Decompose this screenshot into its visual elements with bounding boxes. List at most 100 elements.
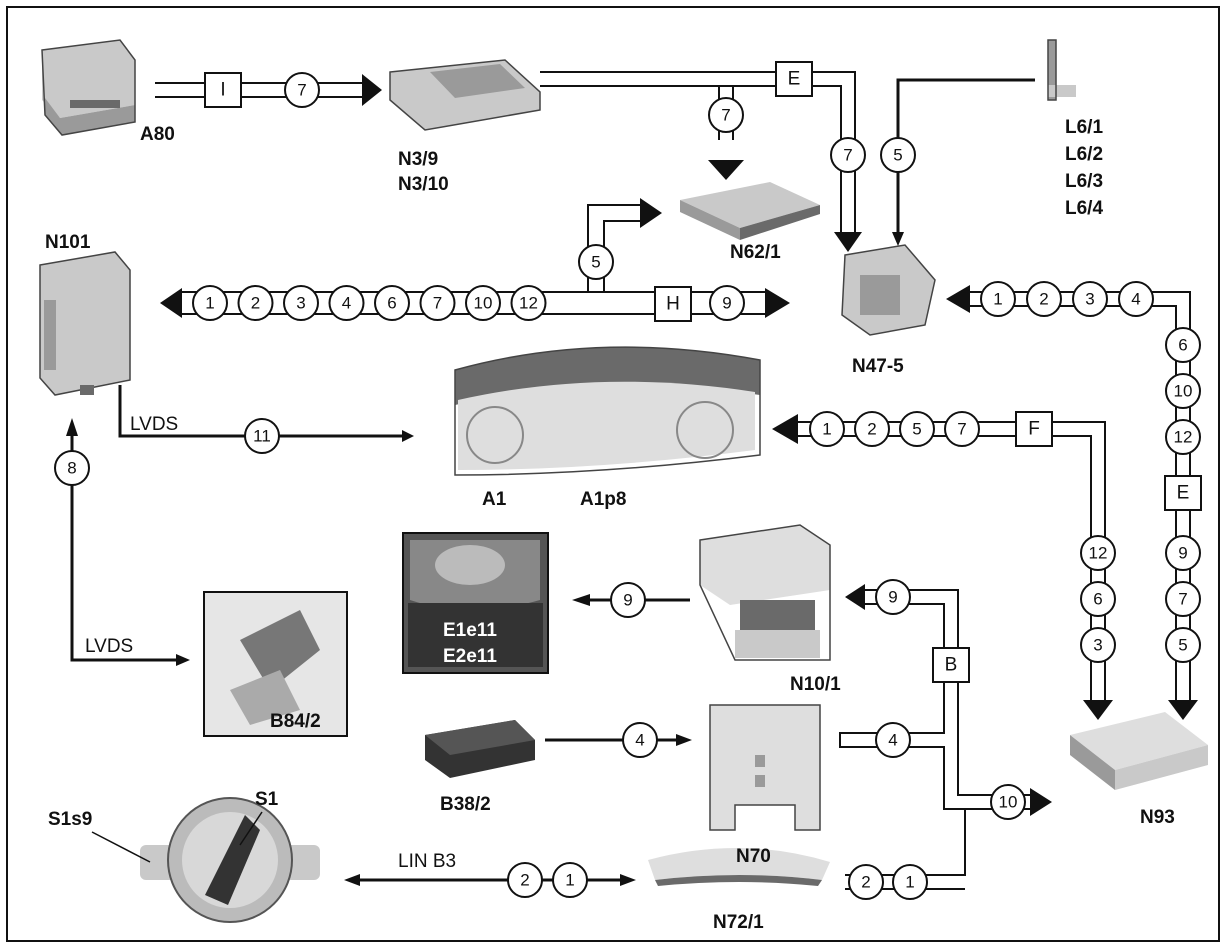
svg-text:9: 9 [888, 588, 897, 607]
bus-box-e-right: E [1164, 475, 1202, 511]
label-e1e11: E1e11 [443, 620, 497, 641]
svg-text:H: H [666, 294, 680, 315]
svg-text:5: 5 [591, 253, 600, 272]
s1-pointer [239, 811, 263, 846]
label-n3-9: N3/9 [398, 149, 438, 170]
label-l6-3: L6/3 [1065, 171, 1103, 192]
svg-text:1: 1 [822, 420, 831, 439]
svg-text:7: 7 [297, 81, 306, 100]
signal-circle-e-right-down-5: 5 [1165, 627, 1201, 663]
n3-engine-control-unit-image [389, 59, 541, 131]
component-labels: A80 N3/9 N3/10 L6/1 L6/2 L6/3 L6/4 N101 … [45, 117, 1175, 933]
label-s1: S1 [255, 789, 279, 810]
svg-text:B: B [945, 655, 958, 676]
signal-circle-n72-bus-1: 1 [892, 864, 928, 900]
n70-overhead-unit-image [709, 704, 821, 831]
label-n47-5: N47-5 [852, 356, 904, 377]
svg-text:1: 1 [205, 294, 214, 313]
signal-circle-a80-to-n3-7: 7 [284, 72, 320, 108]
signal-circle-n101-bus-2: 2 [237, 285, 274, 321]
svg-text:6: 6 [1178, 336, 1187, 355]
label-b38-2: B38/2 [440, 794, 491, 815]
svg-text:5: 5 [893, 146, 902, 165]
svg-text:3: 3 [1093, 636, 1102, 655]
diagram-frame [6, 6, 1220, 942]
svg-text:F: F [1028, 419, 1040, 440]
svg-text:10: 10 [474, 294, 493, 313]
signal-circle-n101-to-a1-11: 11 [244, 418, 280, 454]
signal-circle-f-down-6: 6 [1080, 581, 1116, 617]
svg-text:1: 1 [565, 871, 574, 890]
bus-lines [155, 71, 1191, 890]
signal-circle-n10-to-e1-9: 9 [610, 582, 646, 618]
b84-camera-image [203, 591, 348, 737]
signal-circle-n93-to-n47-horizontal-2: 2 [1026, 281, 1062, 317]
signal-circle-n101-bus-7: 7 [419, 285, 456, 321]
svg-text:1: 1 [905, 873, 914, 892]
svg-text:2: 2 [861, 873, 870, 892]
lvds-label-a1: LVDS [130, 414, 178, 435]
signal-circle-n101-bus-1: 1 [192, 285, 228, 321]
label-n101: N101 [45, 232, 91, 253]
label-s1s9: S1s9 [48, 809, 92, 830]
svg-text:10: 10 [999, 793, 1018, 812]
label-a80: A80 [140, 124, 175, 145]
svg-text:10: 10 [1174, 382, 1193, 401]
signal-circle-n93-to-n47-horizontal-1: 1 [980, 281, 1016, 317]
label-n10-1: N10/1 [790, 674, 841, 695]
svg-text:4: 4 [1131, 290, 1140, 309]
svg-text:E: E [1177, 483, 1190, 504]
svg-text:6: 6 [387, 294, 396, 313]
svg-text:7: 7 [957, 420, 966, 439]
svg-text:I: I [220, 80, 225, 101]
label-l6-2: L6/2 [1065, 144, 1103, 165]
svg-text:5: 5 [912, 420, 921, 439]
svg-text:1: 1 [993, 290, 1002, 309]
svg-text:6: 6 [1093, 590, 1102, 609]
svg-text:7: 7 [721, 106, 730, 125]
n72-control-panel-image [648, 847, 830, 886]
signal-circle-n93-to-n47-horizontal-4: 4 [1118, 281, 1154, 317]
l6-sensor-image [1047, 39, 1076, 101]
svg-text:E: E [788, 69, 801, 90]
signal-circle-n101-bus-4: 4 [328, 285, 365, 321]
signal-circle-n93-to-n47-horizontal-3: 3 [1072, 281, 1108, 317]
signal-circle-n3-to-n62-7: 7 [708, 97, 744, 133]
svg-text:2: 2 [867, 420, 876, 439]
a80-unit-image [41, 39, 136, 136]
signal-circle-a1-bus-2: 2 [854, 411, 890, 447]
lvds-label-b84: LVDS [85, 636, 133, 657]
svg-text:9: 9 [1178, 544, 1187, 563]
signal-circle-n93-to-n47-vertical-6: 6 [1165, 327, 1201, 363]
signal-circle-n101-bus-6: 6 [374, 285, 410, 321]
signal-circle-to-n62-branch-5: 5 [578, 244, 614, 280]
label-n3-10: N3/10 [398, 174, 449, 195]
signal-circle-lin-b3-1: 1 [552, 862, 588, 898]
bus-box-e-top: E [775, 61, 813, 97]
signal-circle-b-to-n10-9: 9 [875, 579, 911, 615]
svg-text:9: 9 [722, 294, 731, 313]
bus-letter-boxes: I E H F E B [204, 61, 1202, 683]
svg-text:5: 5 [1178, 636, 1187, 655]
signal-circle-n70-bus-4: 4 [875, 722, 911, 758]
signal-circle-n93-to-n47-vertical-12: 12 [1165, 419, 1201, 455]
signal-circle-n3-to-n47-7: 7 [830, 137, 866, 173]
signal-circle-n101-to-b84-8: 8 [54, 450, 90, 486]
bus-box-i: I [204, 72, 242, 108]
signal-circle-lin-b3-2: 2 [507, 862, 543, 898]
bus-box-f: F [1015, 411, 1053, 447]
signal-circle-n72-bus-2: 2 [848, 864, 884, 900]
svg-text:7: 7 [433, 294, 442, 313]
signal-circle-a1-bus-7: 7 [944, 411, 980, 447]
signal-circle-n101-bus-3: 3 [283, 285, 319, 321]
svg-text:4: 4 [635, 731, 644, 750]
label-n72-1: N72/1 [713, 912, 764, 933]
signal-circle-n93-to-n47-vertical-10: 10 [1165, 373, 1201, 409]
label-a1p8: A1p8 [580, 489, 626, 510]
svg-text:12: 12 [1174, 428, 1193, 447]
svg-text:9: 9 [623, 591, 632, 610]
n101-control-unit-image [39, 251, 131, 396]
signal-circle-e-right-down-7: 7 [1165, 581, 1201, 617]
signal-circle-b38-to-n70-4: 4 [622, 722, 658, 758]
